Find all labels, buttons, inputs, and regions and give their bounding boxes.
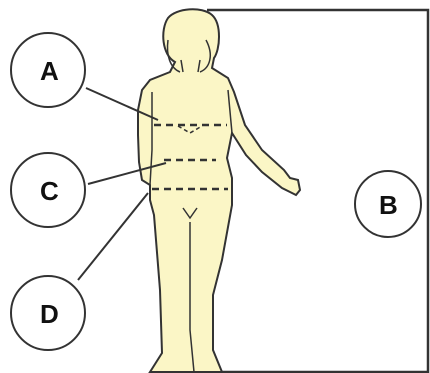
label-c-callout: C	[11, 153, 85, 227]
label-c-text: C	[40, 176, 59, 206]
label-a-callout: A	[11, 33, 85, 107]
female-figure-icon	[138, 9, 300, 372]
label-d-text: D	[40, 299, 59, 329]
label-a-text: A	[40, 56, 59, 86]
label-b-callout: B	[355, 171, 421, 237]
label-d-callout: D	[11, 276, 85, 350]
leader-line-d	[78, 193, 148, 280]
body-silhouette	[138, 9, 300, 372]
label-b-text: B	[379, 190, 398, 220]
